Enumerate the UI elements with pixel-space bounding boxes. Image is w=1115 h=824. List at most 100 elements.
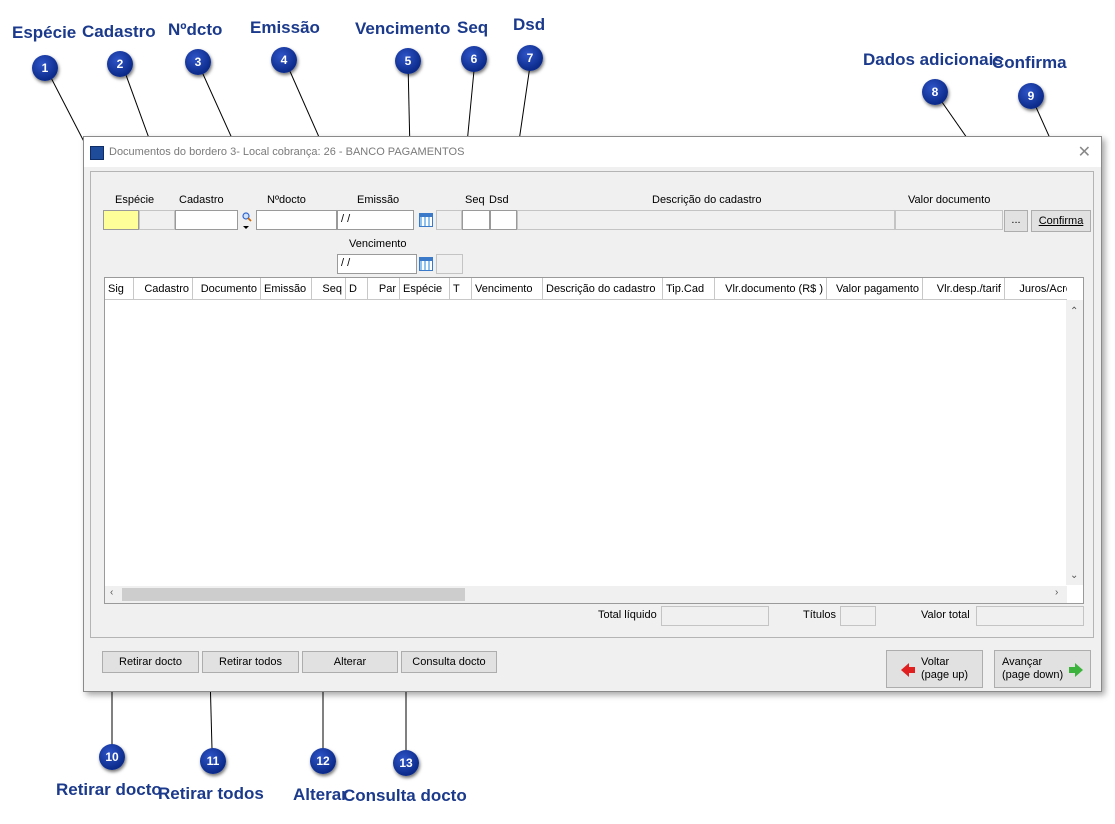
callout-badge-5: 5	[395, 48, 421, 74]
scroll-up-arrow-icon[interactable]: ⌃	[1070, 306, 1079, 317]
title-bar: Documentos do bordero 3- Local cobrança:…	[84, 137, 1101, 167]
col-header-especie[interactable]: Espécie	[400, 278, 450, 299]
seq-field[interactable]	[462, 210, 490, 230]
col-header-emissao[interactable]: Emissão	[261, 278, 312, 299]
valor-total-field	[976, 606, 1084, 626]
emissao-label: Emissão	[357, 194, 400, 206]
grid-vertical-scrollbar[interactable]: ⌃ ⌄	[1066, 300, 1083, 585]
callout-label-emissao: Emissão	[250, 18, 320, 37]
callout-badge-4: 4	[271, 47, 297, 73]
emissao-extra-field	[436, 210, 462, 230]
callout-badge-10: 10	[99, 744, 125, 770]
col-header-sig[interactable]: Sig	[105, 278, 134, 299]
titulos-label: Títulos	[803, 609, 837, 621]
vencimento-label: Vencimento	[349, 238, 407, 250]
valor-total-label: Valor total	[921, 609, 970, 621]
voltar-button[interactable]: Voltar (page up)	[886, 650, 983, 688]
col-header-vlr-desp-tarif[interactable]: Vlr.desp./tarif	[923, 278, 1005, 299]
voltar-label: Voltar	[921, 656, 950, 668]
callout-badge-11: 11	[200, 748, 226, 774]
horizontal-scroll-thumb[interactable]	[122, 588, 465, 601]
consulta-docto-button[interactable]: Consulta docto	[401, 651, 497, 673]
col-header-vencimento[interactable]: Vencimento	[472, 278, 543, 299]
callout-label-alterar: Alterar	[293, 785, 348, 804]
total-liquido-field	[661, 606, 769, 626]
retirar-todos-button[interactable]: Retirar todos	[202, 651, 299, 673]
voltar-shortcut: (page up)	[921, 669, 969, 681]
total-liquido-label: Total líquido	[598, 609, 657, 621]
scroll-down-arrow-icon[interactable]: ⌄	[1070, 570, 1079, 581]
callout-badge-1: 1	[32, 55, 58, 81]
callout-badge-12: 12	[310, 748, 336, 774]
callout-label-cadastro: Cadastro	[82, 22, 156, 41]
grid-horizontal-scrollbar[interactable]: ‹ ›	[105, 586, 1067, 603]
descricao-cadastro-field	[517, 210, 895, 230]
callout-badge-6: 6	[461, 46, 487, 72]
grid-header: Sig Cadastro Documento Emissão Seq D Par…	[105, 278, 1067, 300]
col-header-descricao[interactable]: Descrição do cadastro	[543, 278, 663, 299]
cadastro-field[interactable]	[175, 210, 238, 230]
vencimento-extra-field	[436, 254, 463, 274]
app-icon	[90, 146, 104, 160]
callout-label-dados-adicionais: Dados adicionais	[863, 50, 1003, 69]
descricao-cadastro-label: Descrição do cadastro	[652, 194, 762, 206]
callout-badge-13: 13	[393, 750, 419, 776]
ndocto-label: Nºdocto	[267, 194, 306, 206]
emissao-field[interactable]: / /	[337, 210, 414, 230]
callout-label-confirma: Confirma	[992, 53, 1067, 72]
scroll-left-arrow-icon[interactable]: ‹	[110, 587, 114, 598]
vencimento-field[interactable]: / /	[337, 254, 417, 274]
callout-label-especie: Espécie	[12, 23, 77, 42]
retirar-docto-button[interactable]: Retirar docto	[102, 651, 199, 673]
forward-arrow-icon	[1069, 663, 1083, 677]
col-header-seq[interactable]: Seq	[312, 278, 346, 299]
alterar-button[interactable]: Alterar	[302, 651, 398, 673]
callout-badge-7: 7	[517, 45, 543, 71]
callout-badge-8: 8	[922, 79, 948, 105]
especie-description-field	[139, 210, 175, 230]
cadastro-label: Cadastro	[179, 194, 224, 206]
seq-label: Seq	[465, 194, 485, 206]
callout-label-vencimento: Vencimento	[355, 19, 451, 38]
col-header-cadastro[interactable]: Cadastro	[134, 278, 193, 299]
dsd-label: Dsd	[489, 194, 509, 206]
callout-label-ndcto: Nºdcto	[168, 20, 223, 39]
avancar-button[interactable]: Avançar (page down)	[994, 650, 1091, 688]
avancar-shortcut: (page down)	[1002, 669, 1064, 681]
close-icon[interactable]: ✕	[1077, 144, 1091, 161]
dsd-field[interactable]	[490, 210, 517, 230]
especie-field[interactable]	[103, 210, 139, 230]
valor-documento-field	[895, 210, 1003, 230]
bordero-documents-dialog: Documentos do bordero 3- Local cobrança:…	[83, 136, 1102, 692]
window-title: Documentos do bordero 3- Local cobrança:…	[109, 146, 465, 158]
col-header-tipcad[interactable]: Tip.Cad	[663, 278, 715, 299]
titulos-field	[840, 606, 876, 626]
callout-label-dsd: Dsd	[513, 15, 546, 34]
callout-badge-9: 9	[1018, 83, 1044, 109]
col-header-documento[interactable]: Documento	[193, 278, 261, 299]
scroll-right-arrow-icon[interactable]: ›	[1055, 587, 1059, 598]
especie-label: Espécie	[115, 194, 155, 206]
callout-label-consulta-docto: Consulta docto	[343, 786, 467, 805]
col-header-t[interactable]: T	[450, 278, 472, 299]
col-header-d[interactable]: D	[346, 278, 368, 299]
valor-documento-label: Valor documento	[908, 194, 991, 206]
documents-grid[interactable]: Sig Cadastro Documento Emissão Seq D Par…	[104, 277, 1084, 604]
callout-badge-2: 2	[107, 51, 133, 77]
callout-badge-3: 3	[185, 49, 211, 75]
emissao-calendar-icon[interactable]	[419, 213, 433, 227]
callout-label-retirar-docto: Retirar docto	[56, 780, 162, 799]
callout-label-seq: Seq	[457, 18, 489, 37]
col-header-par[interactable]: Par	[368, 278, 400, 299]
col-header-vlr-documento[interactable]: Vlr.documento (R$ )	[715, 278, 827, 299]
cadastro-search-icon[interactable]	[241, 211, 253, 231]
vencimento-calendar-icon[interactable]	[419, 257, 433, 271]
back-arrow-icon	[901, 663, 915, 677]
callout-label-retirar-todos: Retirar todos	[158, 784, 264, 803]
col-header-juros-acre[interactable]: Juros/Acre	[1019, 283, 1067, 295]
confirma-button-label: Confirma	[1038, 215, 1084, 227]
dados-adicionais-button[interactable]: ...	[1004, 210, 1028, 232]
col-header-valor-pagamento[interactable]: Valor pagamento	[827, 278, 923, 299]
confirma-button[interactable]: Confirma	[1031, 210, 1091, 232]
ndocto-field[interactable]	[256, 210, 337, 230]
